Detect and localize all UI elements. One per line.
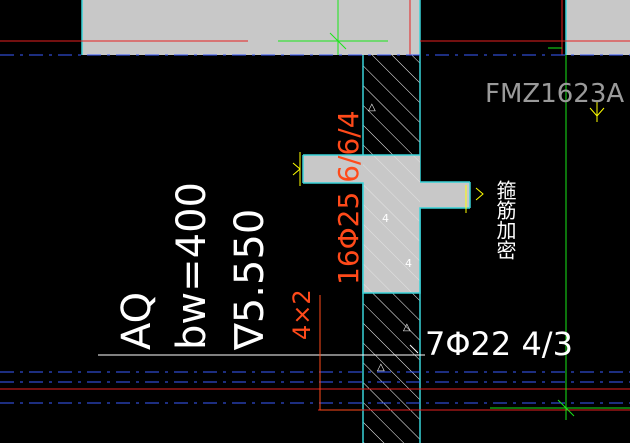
tag-elev-text: ∇5.550 [227, 209, 273, 351]
tag-bw-group: bw=400 [169, 182, 215, 350]
svg-text:4: 4 [405, 257, 412, 270]
note-cn-text: 箍筋加密 [493, 180, 517, 260]
note-cn-group: 箍筋加密 [493, 180, 517, 260]
svg-text:4: 4 [382, 212, 389, 225]
column-section: 4 4 [302, 154, 471, 294]
svg-text:△: △ [403, 322, 411, 333]
top-slab-left [82, 0, 338, 55]
door-code-text: FMZ1623A [485, 79, 624, 109]
top-slab-right [566, 0, 630, 55]
svg-text:△: △ [368, 102, 376, 113]
rebar-vert-text: 16Φ25 6/6/4 [332, 110, 365, 285]
top-slab-middle [338, 0, 420, 55]
rebar-horiz-text: 7Φ22 4/3 [425, 325, 573, 363]
rebar-vert-group: 16Φ25 6/6/4 [332, 110, 365, 285]
orange-leader-line [319, 295, 362, 411]
tag-aq-group: AQ [114, 292, 160, 350]
yellow-markers [292, 100, 605, 213]
stirrup-text: 4×2 [288, 289, 316, 340]
stirrup-group: 4×2 [288, 289, 316, 340]
tag-elev-group: ∇5.550 [227, 209, 273, 351]
svg-text:△: △ [377, 362, 385, 373]
tag-aq-text: AQ [114, 292, 160, 350]
tag-bw-text: bw=400 [169, 182, 215, 350]
small-markers: △ △ △ [368, 102, 411, 373]
